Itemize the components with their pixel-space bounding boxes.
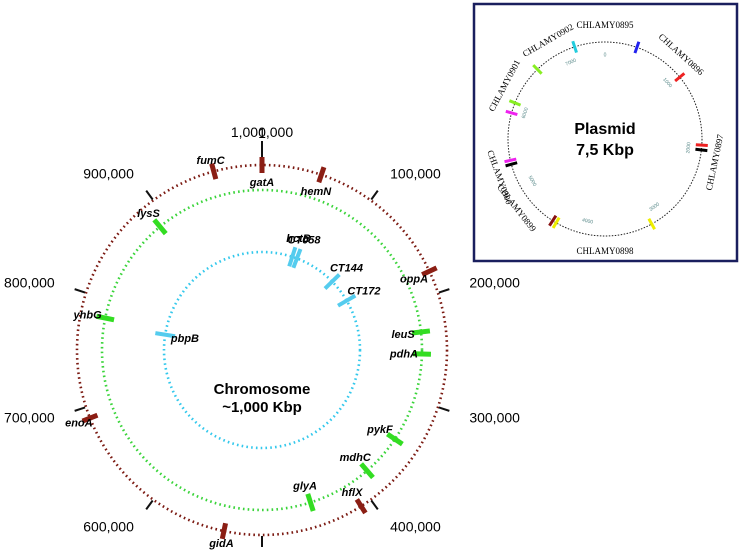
gene-label-mdhc: mdhC (340, 452, 372, 464)
gene-marker-fumc (209, 163, 219, 180)
gene-label-gida: gidA (208, 538, 233, 550)
gene-labels: gatA hemN oppA hflX gidA enoA fumC leuS pdhA pykF… (65, 155, 428, 550)
gene-label-yhbg: yhbG (73, 309, 103, 321)
gene-marker-ct144 (323, 273, 341, 290)
position-label: 400,000 (390, 518, 441, 534)
plasmid-ring (507, 41, 703, 237)
position-tick (74, 406, 86, 412)
position-label: 600,000 (83, 518, 134, 534)
plasmid-title: Plasmid (574, 121, 635, 138)
position-tick (370, 499, 379, 510)
position-label: 300,000 (469, 409, 520, 425)
gene-label-hemn: hemN (301, 186, 333, 198)
gene-label-pykf: pykF (366, 424, 393, 436)
position-tick (438, 288, 450, 294)
position-tick (370, 190, 379, 201)
plasmid-tick-label: 3000 (648, 201, 661, 213)
gene-label-hctb: hctB (286, 233, 311, 245)
plasmid-marker (695, 143, 708, 147)
gene-marker-pykf (386, 432, 404, 447)
plasmid-marker (508, 99, 522, 107)
chromosome-rings (75, 163, 449, 537)
plasmid-tick-label: 5000 (527, 175, 538, 188)
plasmid-tick-label: 0 (604, 52, 607, 58)
gene-label-enoa: enoA (65, 418, 93, 430)
plasmid-markers (504, 40, 708, 230)
plasmid-circle (507, 41, 703, 237)
gene-label-pdha: pdhA (389, 349, 418, 361)
gene-label-fumc: fumC (197, 155, 226, 167)
plasmid-marker (551, 216, 561, 229)
plasmid-gene-chlamy0895: CHLAMY0895 (576, 20, 634, 30)
plasmid-tick-label: 7000 (565, 57, 578, 67)
gene-marker-lyss (152, 218, 168, 236)
plasmid-size: 7,5 Kbp (576, 142, 634, 159)
gene-markers (81, 157, 438, 540)
position-label: 200,000 (469, 275, 520, 291)
position-tick (74, 288, 86, 294)
chromosome-size: ~1,000 Kbp (222, 399, 302, 416)
chromosome-map: 1100,000200,000300,000400,000500,000600,… (4, 124, 520, 550)
gene-marker-glya (305, 493, 316, 512)
gene-label-leus: leuS (391, 329, 415, 341)
middle-ring (100, 188, 424, 512)
plasmid-marker (571, 40, 578, 54)
gene-label-hflx: hflX (342, 487, 363, 499)
position-label: 800,000 (4, 275, 55, 291)
plasmid-tick-label: 2000 (685, 142, 692, 154)
position-tick (145, 190, 154, 201)
gene-marker-hemn (316, 166, 327, 184)
inner-ring (162, 250, 362, 450)
gene-label-pbpb: pbpB (170, 333, 199, 345)
plasmid-panel: CHLAMY0895CHLAMY0896CHLAMY0897CHLAMY0898… (472, 2, 739, 263)
plasmid-marker (548, 214, 558, 227)
plasmid-marker (647, 218, 656, 230)
gene-label-ct144: CT144 (330, 263, 363, 275)
gene-marker-ct058 (291, 248, 303, 269)
position-label: 700,000 (4, 409, 55, 425)
position-label: 1 (258, 125, 266, 141)
position-ticks: 1100,000200,000300,000400,000500,000600,… (4, 124, 520, 547)
gene-marker-yhbg (95, 313, 115, 323)
gene-marker-hflx (354, 498, 368, 515)
position-label: 100,000 (390, 166, 441, 182)
position-label: 900,000 (83, 166, 134, 182)
gene-marker-mdhc (359, 462, 375, 480)
plasmid-marker (505, 109, 518, 116)
chromosome-title: Chromosome (214, 381, 311, 398)
gene-label-oppa: oppA (400, 273, 428, 285)
gene-label-gata: gatA (249, 177, 275, 189)
gene-marker-ct172 (337, 293, 357, 308)
outer-ring (75, 163, 449, 537)
gene-marker-oppa (421, 265, 438, 277)
gene-label-lyss: lysS (137, 208, 160, 220)
position-label: 1,000,000 (231, 124, 293, 140)
gene-marker-leus (411, 328, 431, 336)
gene-label-glya: glyA (292, 480, 317, 492)
gene-marker-gida (219, 522, 229, 540)
gene-marker-hctb (287, 246, 298, 267)
gene-marker-pbpb (155, 331, 176, 339)
plasmid-marker (504, 157, 517, 164)
plasmid-marker (505, 161, 518, 168)
plasmid-frame (472, 2, 739, 263)
gene-label-ct058: CT058 (288, 235, 322, 247)
plasmid-marker (674, 72, 686, 83)
gene-label-ct172: CT172 (347, 286, 380, 298)
plasmid-marker (695, 147, 708, 153)
plasmid-tick-label: 6000 (521, 107, 530, 120)
plasmid-tick-label: 4000 (581, 217, 593, 225)
gene-marker-enoa (81, 412, 99, 424)
position-tick (438, 406, 450, 412)
plasmid-marker (633, 41, 641, 54)
plasmid-gene-chlamy0898: CHLAMY0898 (576, 246, 634, 256)
position-tick (145, 499, 154, 510)
plasmid-marker (532, 64, 543, 75)
